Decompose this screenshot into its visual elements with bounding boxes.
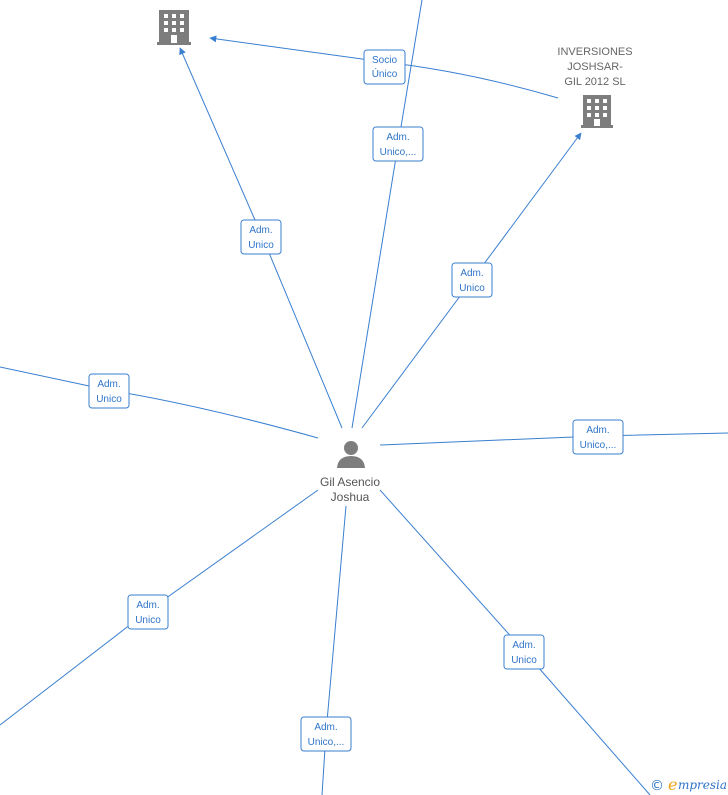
edge-label-socio-unico[interactable]: Socio Único <box>363 49 406 85</box>
edge-label-inversiones[interactable]: Adm. Unico <box>451 262 493 298</box>
edge-label-top-center[interactable]: Adm. Unico,... <box>372 126 424 162</box>
brand-name: mpresia <box>678 778 727 792</box>
edge-label-line: Unico <box>511 655 537 666</box>
company-node-top-left[interactable] <box>157 10 191 45</box>
company-label-line-2: JOSHSAR- <box>567 61 623 73</box>
person-label-line-2: Joshua <box>331 490 370 504</box>
company-label-line-1: INVERSIONES <box>557 46 632 58</box>
edge-label-line: Adm. <box>512 640 535 651</box>
edge-label-bottom-center[interactable]: Adm. Unico,... <box>300 716 352 752</box>
edge-label-bottom-right[interactable]: Adm. Unico <box>503 634 545 670</box>
edge-label-line: Unico,... <box>580 440 617 451</box>
edge-label-line: Adm. <box>97 379 120 390</box>
edge-label-top-left-company[interactable]: Adm. Unico <box>240 219 282 255</box>
edge-label-line: Unico <box>248 240 274 251</box>
company-label-line-3: GIL 2012 SL <box>564 76 625 88</box>
edge-label-line: Unico,... <box>380 147 417 158</box>
building-icon <box>157 10 191 45</box>
edge-label-line: Socio <box>372 55 397 66</box>
edge-label-line: Unico <box>96 394 122 405</box>
edge-label-right[interactable]: Adm. Unico,... <box>572 419 624 455</box>
building-icon <box>581 95 613 128</box>
copyright-icon: © <box>650 778 664 794</box>
edge-label-line: Adm. <box>249 225 272 236</box>
brand-watermark: © e mpresia <box>650 775 727 794</box>
edge-label-bottom-left[interactable]: Adm. Unico <box>127 594 169 630</box>
edge-label-line: Único <box>372 67 398 80</box>
edge-label-line: Adm. <box>136 600 159 611</box>
person-icon <box>337 441 365 468</box>
edge-label-line: Adm. <box>314 722 337 733</box>
person-node-center[interactable]: Gil Asencio Joshua <box>320 441 380 504</box>
edge-label-line: Adm. <box>586 425 609 436</box>
edge-line-left[interactable] <box>0 366 319 439</box>
company-node-inversiones[interactable]: INVERSIONES JOSHSAR- GIL 2012 SL <box>557 46 633 128</box>
person-label-line-1: Gil Asencio <box>320 475 380 489</box>
edge-label-line: Unico,... <box>308 737 345 748</box>
edge-line-bottom-center[interactable] <box>321 505 347 795</box>
edge-label-line: Adm. <box>386 132 409 143</box>
edge-label-line: Adm. <box>460 268 483 279</box>
edge-label-left[interactable]: Adm. Unico <box>88 373 130 409</box>
edge-label-line: Unico <box>135 615 161 626</box>
brand-initial: e <box>668 775 677 794</box>
edge-line-right[interactable] <box>379 432 728 446</box>
edge-label-line: Unico <box>459 283 485 294</box>
